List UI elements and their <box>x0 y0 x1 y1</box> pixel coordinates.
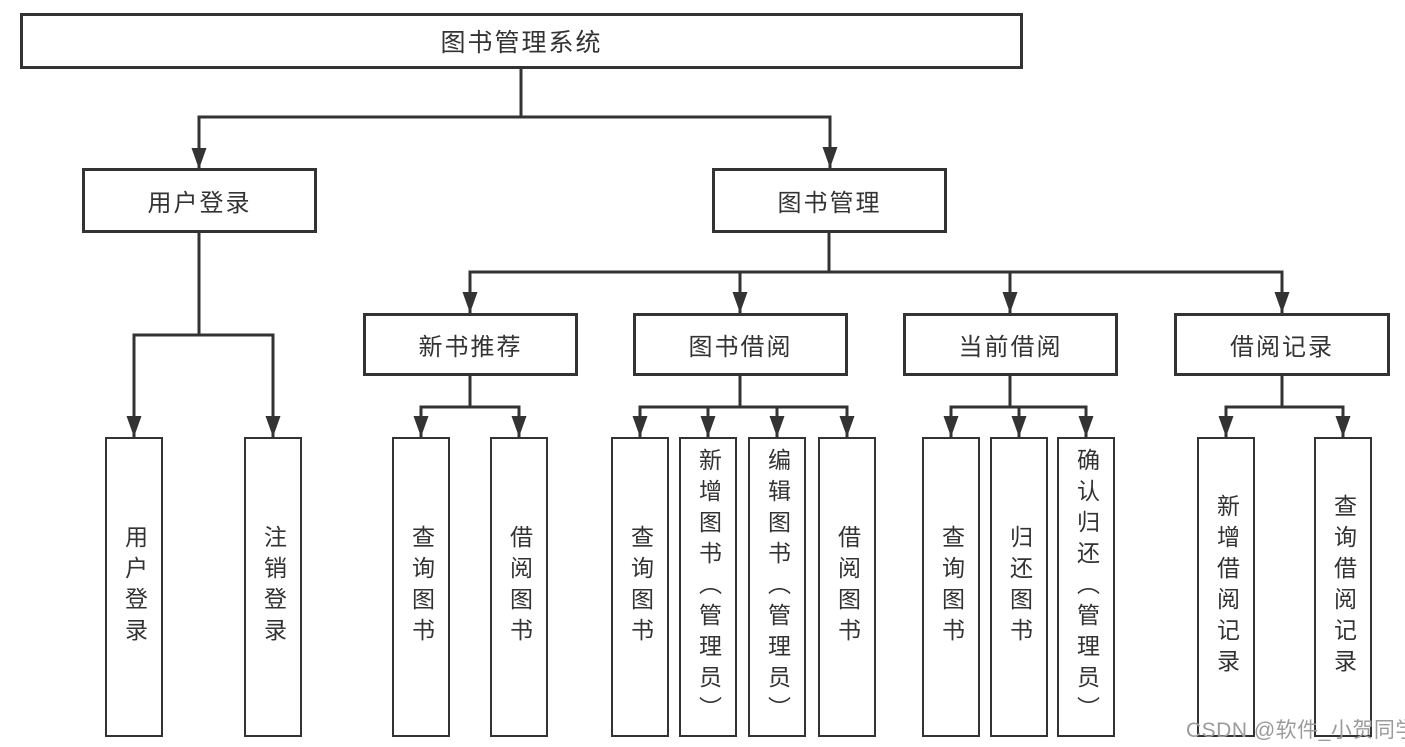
watermark-text: CSDN @软件_小贺同学 <box>1186 719 1405 742</box>
leaf-label: 新增借阅记录 <box>1213 494 1240 680</box>
leaf-query-books-current: 查询图书 <box>922 437 980 737</box>
leaf-label: 查询图书 <box>627 525 654 649</box>
leaf-return-books: 归还图书 <box>990 437 1048 737</box>
leaf-label: 借阅图书 <box>506 525 533 649</box>
leaf-edit-books-admin: 编辑图书（管理员） <box>748 437 806 737</box>
leaf-confirm-return-admin: 确认归还（管理员） <box>1057 437 1115 737</box>
node-book-management: 图书管理 <box>712 168 947 233</box>
leaf-user-login: 用户登录 <box>105 437 163 737</box>
node-current-borrowing: 当前借阅 <box>903 313 1118 376</box>
leaf-borrow-books-recommend: 借阅图书 <box>490 437 548 737</box>
leaf-logout: 注销登录 <box>244 437 302 737</box>
leaf-label: 查询借阅记录 <box>1330 494 1357 680</box>
leaf-borrow-books-borrowing: 借阅图书 <box>818 437 876 737</box>
node-library-system: 图书管理系统 <box>20 13 1023 69</box>
leaf-query-books-borrowing: 查询图书 <box>611 437 669 737</box>
node-new-book-recommend: 新书推荐 <box>363 313 578 376</box>
node-book-borrowing: 图书借阅 <box>633 313 848 376</box>
leaf-label: 查询图书 <box>408 525 435 649</box>
leaf-label: 用户登录 <box>121 525 148 649</box>
node-borrowing-records: 借阅记录 <box>1174 313 1390 376</box>
leaf-label: 归还图书 <box>1006 525 1033 649</box>
leaf-label: 确认归还（管理员） <box>1073 447 1100 727</box>
leaf-label: 注销登录 <box>260 525 287 649</box>
leaf-query-books-recommend: 查询图书 <box>392 437 450 737</box>
leaf-label: 查询图书 <box>938 525 965 649</box>
leaf-label: 编辑图书（管理员） <box>764 447 791 727</box>
leaf-label: 借阅图书 <box>834 525 861 649</box>
arrowheads <box>126 147 1351 437</box>
leaf-query-borrow-record: 查询借阅记录 <box>1314 437 1372 737</box>
leaf-add-books-admin: 新增图书（管理员） <box>679 437 737 737</box>
leaf-add-borrow-record: 新增借阅记录 <box>1197 437 1255 737</box>
node-user-login: 用户登录 <box>82 168 317 233</box>
leaf-label: 新增图书（管理员） <box>695 447 722 727</box>
